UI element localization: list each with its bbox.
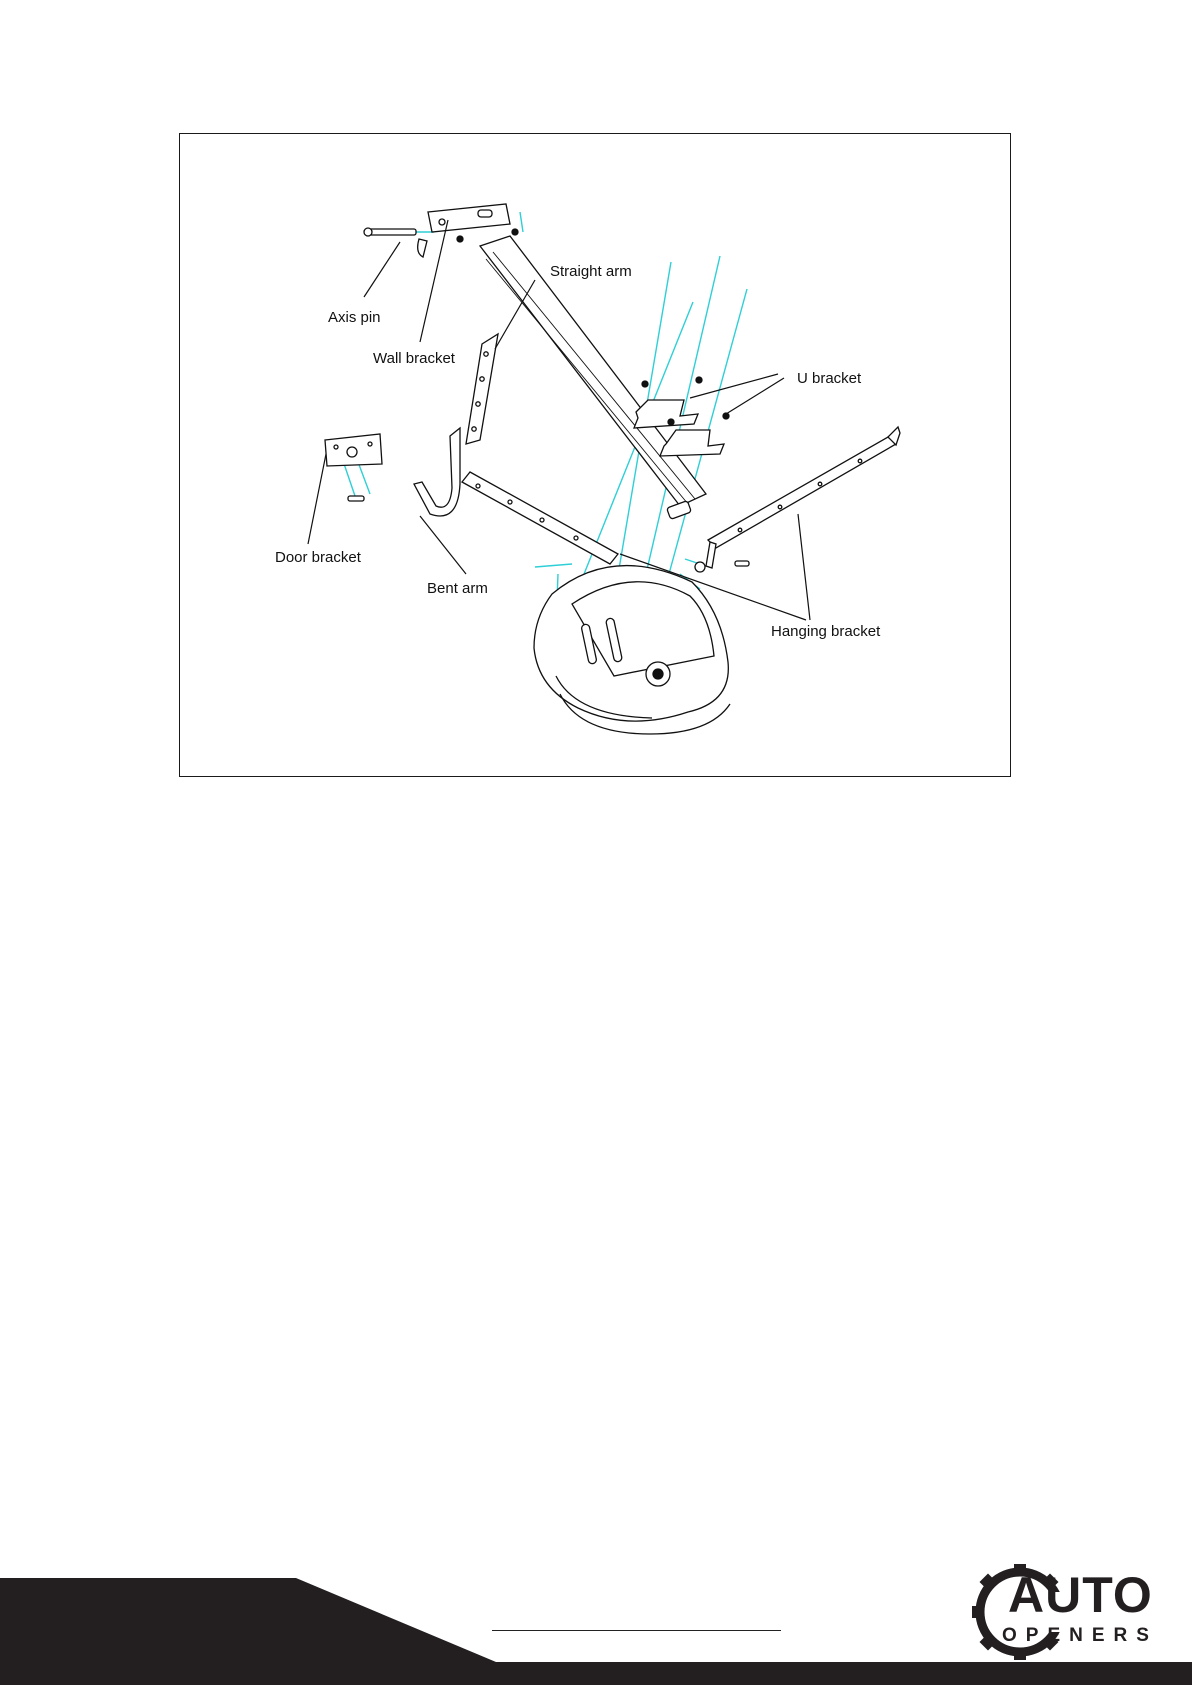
label-wall-bracket: Wall bracket — [373, 351, 455, 366]
label-u-bracket: U bracket — [797, 371, 861, 386]
diagram-frame: Axis pin Wall bracket Straight arm U bra… — [179, 133, 1011, 777]
bent-arm-part — [414, 428, 460, 516]
logo-word-openers: OPENERS — [1002, 1626, 1158, 1645]
hanging-bracket-part — [708, 437, 896, 548]
u-bracket-part-2 — [660, 430, 724, 456]
axis-pin-part — [368, 229, 416, 235]
leader-lines — [308, 220, 810, 620]
label-door-bracket: Door bracket — [275, 550, 361, 565]
label-straight-arm: Straight arm — [550, 264, 632, 279]
assembly-diagram — [180, 134, 1012, 778]
label-bent-arm: Bent arm — [427, 581, 488, 596]
wall-bracket-part — [428, 204, 510, 232]
label-hanging-bracket: Hanging bracket — [771, 624, 880, 639]
u-bracket-part-1 — [634, 400, 698, 428]
brand-logo: AUTO OPENERS — [970, 1562, 1170, 1662]
parts — [325, 204, 900, 734]
footer-divider — [492, 1630, 781, 1631]
label-axis-pin: Axis pin — [328, 310, 381, 325]
logo-word-auto: AUTO — [1008, 1570, 1153, 1620]
